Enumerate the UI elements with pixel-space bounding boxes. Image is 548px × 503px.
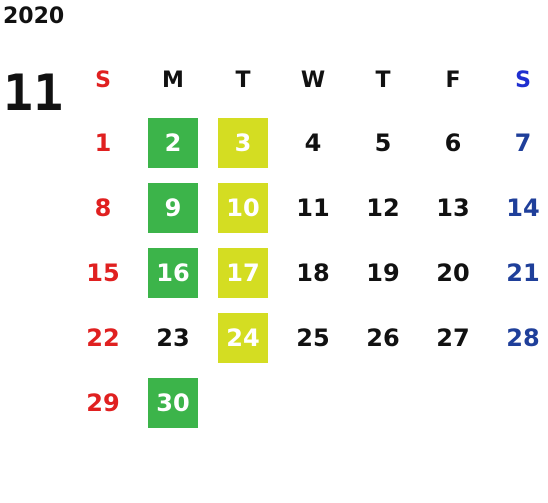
day-cell: 6 [444, 128, 462, 157]
weekday-header-saturday: S [515, 67, 531, 93]
weekday-header-thursday: T [375, 67, 391, 93]
day-cell-empty [348, 370, 418, 435]
day-cell: 20 [436, 258, 470, 287]
day-cell: 18 [296, 258, 330, 287]
highlighted-day: 30 [148, 377, 198, 428]
weekday-header-friday: F [445, 67, 461, 93]
day-cell: 25 [296, 323, 330, 352]
day-cell: 28 [506, 323, 540, 352]
day-cell: 27 [436, 323, 470, 352]
day-cell: 13 [436, 193, 470, 222]
day-cell: 24 [208, 305, 278, 370]
day-cell: 4 [304, 128, 322, 157]
day-cell: 3 [208, 110, 278, 175]
day-cell: 16 [138, 240, 208, 305]
day-cell: 19 [366, 258, 400, 287]
highlighted-day: 10 [218, 182, 268, 233]
day-cell: 12 [366, 193, 400, 222]
day-cell: 1 [94, 128, 112, 157]
weekday-header-tuesday: T [235, 67, 251, 93]
highlighted-day: 16 [148, 247, 198, 298]
highlighted-day: 24 [218, 312, 268, 363]
highlighted-day: 2 [148, 117, 198, 168]
highlighted-day: 17 [218, 247, 268, 298]
day-cell: 23 [156, 323, 190, 352]
day-cell: 11 [296, 193, 330, 222]
day-cell: 26 [366, 323, 400, 352]
day-cell-empty [278, 370, 348, 435]
day-cell: 9 [138, 175, 208, 240]
day-cell-empty [208, 370, 278, 435]
day-cell: 7 [514, 128, 532, 157]
day-cell: 5 [374, 128, 392, 157]
weekday-header-wednesday: W [300, 67, 326, 93]
day-cell: 15 [86, 258, 120, 287]
calendar-grid: S M T W T F S 1 2 3 4 5 6 7 8 9 10 11 12… [68, 50, 548, 435]
weekday-header-sunday: S [95, 67, 111, 93]
weekday-header-monday: M [162, 67, 184, 93]
day-cell-empty [418, 370, 488, 435]
day-cell: 17 [208, 240, 278, 305]
month-number: 11 [3, 64, 64, 122]
day-cell: 10 [208, 175, 278, 240]
day-cell: 30 [138, 370, 208, 435]
day-cell: 22 [86, 323, 120, 352]
day-cell-empty [488, 370, 548, 435]
highlighted-day: 9 [148, 182, 198, 233]
day-cell: 29 [86, 388, 120, 417]
day-cell: 8 [94, 193, 112, 222]
year-label: 2020 [3, 4, 65, 29]
day-cell: 2 [138, 110, 208, 175]
day-cell: 21 [506, 258, 540, 287]
highlighted-day: 3 [218, 117, 268, 168]
day-cell: 14 [506, 193, 540, 222]
